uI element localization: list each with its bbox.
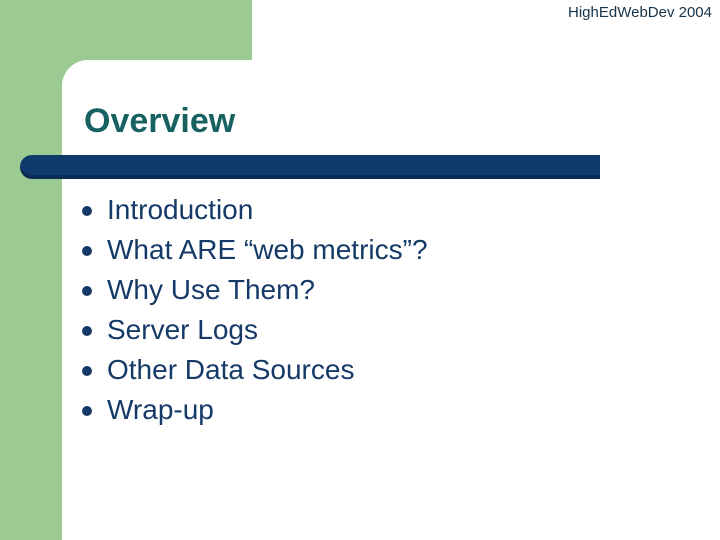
bullet-item: Server Logs: [82, 310, 682, 350]
bullet-item: What ARE “web metrics”?: [82, 230, 682, 270]
bullet-icon: [82, 246, 92, 256]
bullet-icon: [82, 286, 92, 296]
content-panel: [62, 60, 720, 540]
bullet-icon: [82, 326, 92, 336]
bullet-text: Introduction: [107, 194, 254, 225]
slide-title: Overview: [84, 102, 236, 140]
slide-header: HighEdWebDev 2004: [568, 4, 712, 21]
bullet-text: Why Use Them?: [107, 274, 315, 305]
bullet-text: What ARE “web metrics”?: [107, 234, 428, 265]
title-underline-bar: [20, 155, 600, 179]
bullet-item: Why Use Them?: [82, 270, 682, 310]
bullet-text: Wrap-up: [107, 394, 214, 425]
bullet-item: Other Data Sources: [82, 350, 682, 390]
bullet-item: Introduction: [82, 190, 682, 230]
bullet-icon: [82, 406, 92, 416]
bullet-text: Server Logs: [107, 314, 258, 345]
bullet-text: Other Data Sources: [107, 354, 355, 385]
bullet-item: Wrap-up: [82, 390, 682, 430]
bullet-icon: [82, 206, 92, 216]
bullet-icon: [82, 366, 92, 376]
